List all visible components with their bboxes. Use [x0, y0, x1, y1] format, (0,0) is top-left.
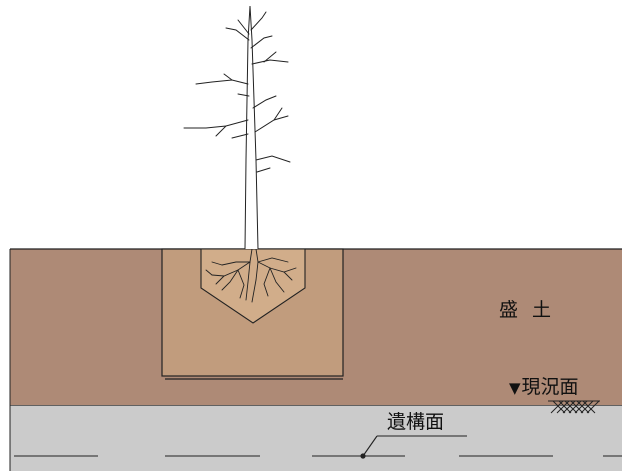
- ground-hatch-icon: [548, 400, 600, 414]
- ground-marker-icon: ▼: [509, 379, 521, 397]
- leader-dot-icon: [360, 453, 366, 459]
- tree-roots: [205, 248, 297, 303]
- ground-surface-label: ▼現況面: [509, 378, 579, 397]
- fill-soil-label: 盛土: [499, 299, 566, 321]
- remains-surface-label: 遺構面: [387, 411, 445, 433]
- remains-leader: [362, 435, 467, 457]
- root-ball: [200, 248, 306, 324]
- ground-surface-text: 現況面: [521, 376, 579, 398]
- remains-layer: [10, 405, 622, 471]
- bare-tree-icon: [183, 5, 291, 250]
